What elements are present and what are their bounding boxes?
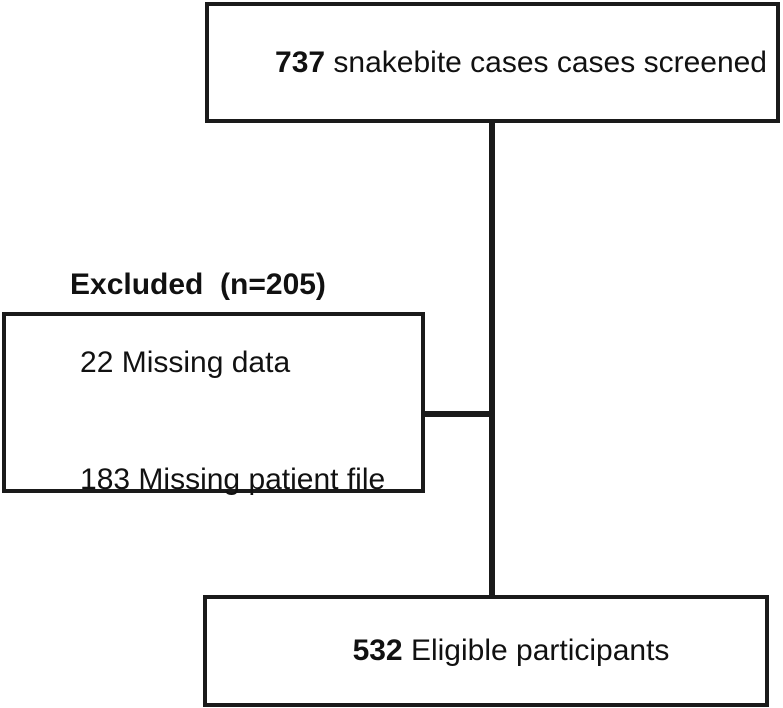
connector-vertical-main xyxy=(489,119,495,599)
excluded-box: Excluded (n=205) 22 Missing data 183 Mis… xyxy=(2,268,425,496)
excluded-heading: Excluded (n=205) xyxy=(70,267,326,301)
eligible-label: Eligible participants xyxy=(402,634,670,667)
excluded-reason-missing-data: 22 Missing data xyxy=(30,304,290,421)
screened-box: 737 snakebite cases cases screened xyxy=(205,2,780,123)
excluded-reason-missing-file-count: 183 xyxy=(80,462,131,496)
excluded-reason-missing-file-label: Missing patient file xyxy=(130,462,386,496)
eligible-box: 532 Eligible participants xyxy=(203,595,769,707)
excluded-reason-missing-file: 183 Missing patient file xyxy=(30,421,385,538)
eligible-box-text: 532 Eligible participants xyxy=(303,600,670,702)
connector-horizontal-excluded xyxy=(421,411,493,417)
screened-label: snakebite cases cases screened xyxy=(325,45,767,79)
excluded-reason-missing-data-label: Missing data xyxy=(113,345,291,379)
excluded-reason-missing-data-count: 22 xyxy=(80,345,114,379)
eligible-count: 532 xyxy=(352,634,403,667)
screened-count: 737 xyxy=(275,45,326,79)
screened-box-text: 737 snakebite cases cases screened xyxy=(209,12,767,114)
